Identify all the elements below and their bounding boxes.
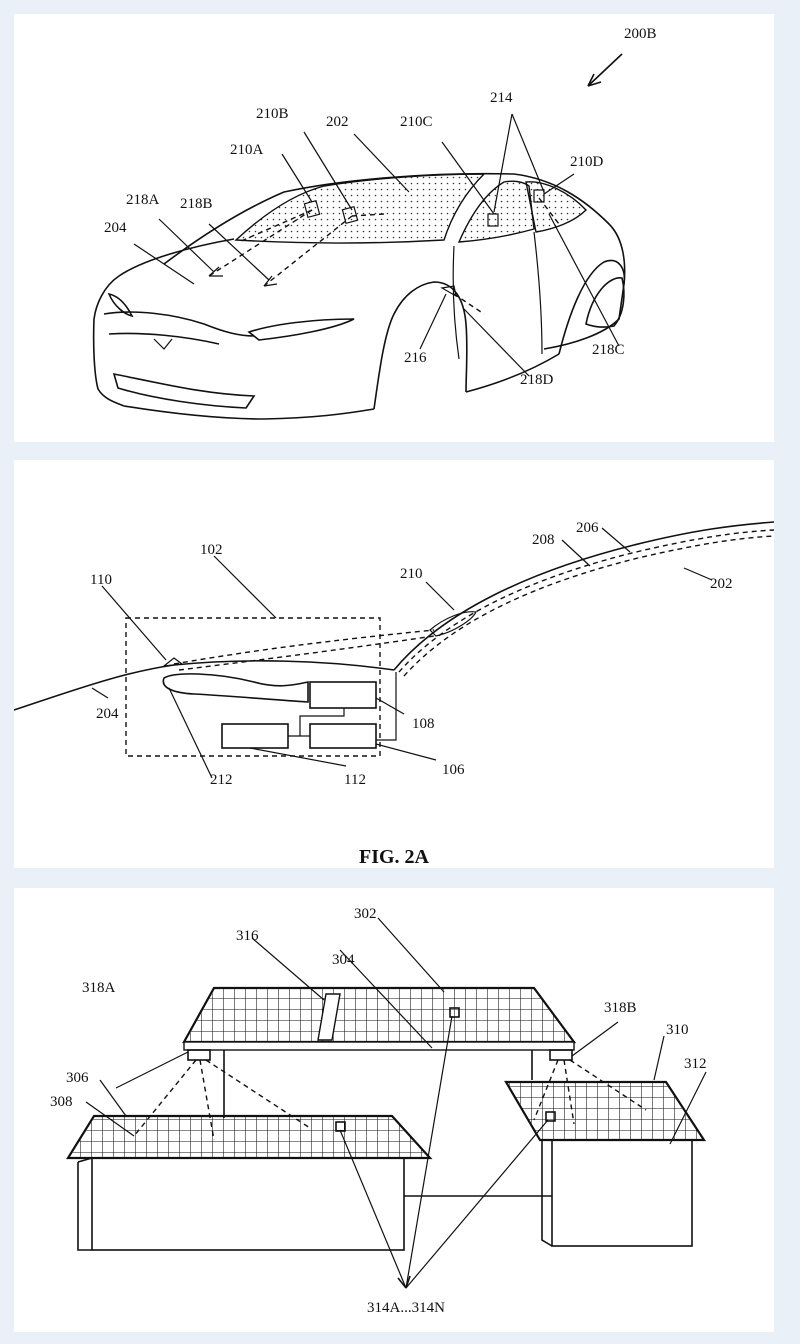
label-316: 316 bbox=[236, 928, 259, 944]
left-house-roof-306 bbox=[66, 1114, 433, 1160]
label-302: 302 bbox=[354, 906, 377, 922]
label-306: 306 bbox=[66, 1070, 89, 1086]
label-212: 212 bbox=[210, 772, 233, 788]
panel-316 bbox=[317, 993, 341, 1041]
label-314: 314A...314N bbox=[367, 1300, 445, 1316]
module-108 bbox=[309, 681, 377, 709]
label-210: 210 bbox=[400, 566, 423, 582]
label-312: 312 bbox=[684, 1056, 707, 1072]
label-102: 102 bbox=[200, 542, 223, 558]
label-210D: 210D bbox=[570, 154, 604, 170]
sensor-318B bbox=[549, 1049, 573, 1061]
label-210C: 210C bbox=[400, 114, 433, 130]
label-218D: 218D bbox=[520, 372, 554, 388]
label-202: 202 bbox=[710, 576, 733, 592]
label-218C: 218C bbox=[592, 342, 625, 358]
right-house-roof-310 bbox=[504, 1080, 707, 1142]
sensor-318A bbox=[187, 1049, 211, 1061]
module-106 bbox=[309, 723, 377, 749]
right-house-312 bbox=[551, 1139, 693, 1247]
figure-title: FIG. 2A bbox=[359, 846, 430, 868]
housing-212 bbox=[162, 673, 309, 703]
label-216: 216 bbox=[404, 350, 427, 366]
label-208: 208 bbox=[532, 532, 555, 548]
sensor-216 bbox=[440, 285, 457, 298]
label-218A: 218A bbox=[126, 192, 160, 208]
sensor-110 bbox=[162, 657, 184, 667]
label-200B: 200B bbox=[624, 26, 657, 42]
label-304: 304 bbox=[332, 952, 355, 968]
label-210B: 210B bbox=[256, 106, 289, 122]
label-106: 106 bbox=[442, 762, 465, 778]
node-314-c bbox=[545, 1111, 556, 1122]
label-318A: 318A bbox=[82, 980, 116, 996]
canopy-roof-304 bbox=[182, 986, 577, 1044]
sensor-210A bbox=[303, 199, 321, 219]
cutaway-diagram: 110 102 204 210 208 206 202 108 212 112 … bbox=[14, 520, 774, 868]
car-diagram: 200B 214 210B 202 210C 210A 210D 218A 21… bbox=[92, 26, 657, 420]
label-310: 310 bbox=[666, 1022, 689, 1038]
node-314-a bbox=[449, 1007, 460, 1018]
module-112 bbox=[221, 723, 289, 749]
system-box-102 bbox=[125, 617, 381, 757]
car-figure-panel: 200B 214 210B 202 210C 210A 210D 218A 21… bbox=[14, 14, 774, 442]
building-figure-panel: 302 316 304 318A 318B 310 312 306 308 31… bbox=[14, 888, 774, 1332]
label-308: 308 bbox=[50, 1094, 73, 1110]
label-206: 206 bbox=[576, 520, 599, 536]
label-318B: 318B bbox=[604, 1000, 637, 1016]
label-210A: 210A bbox=[230, 142, 264, 158]
car-body bbox=[92, 172, 626, 420]
label-204: 204 bbox=[96, 706, 119, 722]
sensor-210B bbox=[341, 205, 359, 225]
label-218B: 218B bbox=[180, 196, 213, 212]
left-house-308 bbox=[91, 1157, 405, 1251]
label-214: 214 bbox=[490, 90, 513, 106]
building-diagram: 302 316 304 318A 318B 310 312 306 308 31… bbox=[50, 906, 707, 1316]
label-110: 110 bbox=[90, 572, 112, 588]
label-108: 108 bbox=[412, 716, 435, 732]
sensor-210 bbox=[429, 611, 477, 637]
label-112: 112 bbox=[344, 772, 366, 788]
cutaway-figure-panel: 110 102 204 210 208 206 202 108 212 112 … bbox=[14, 460, 774, 868]
label-204: 204 bbox=[104, 220, 127, 236]
sensor-210C bbox=[487, 213, 499, 227]
label-202: 202 bbox=[326, 114, 349, 130]
sensor-210D bbox=[533, 189, 545, 203]
